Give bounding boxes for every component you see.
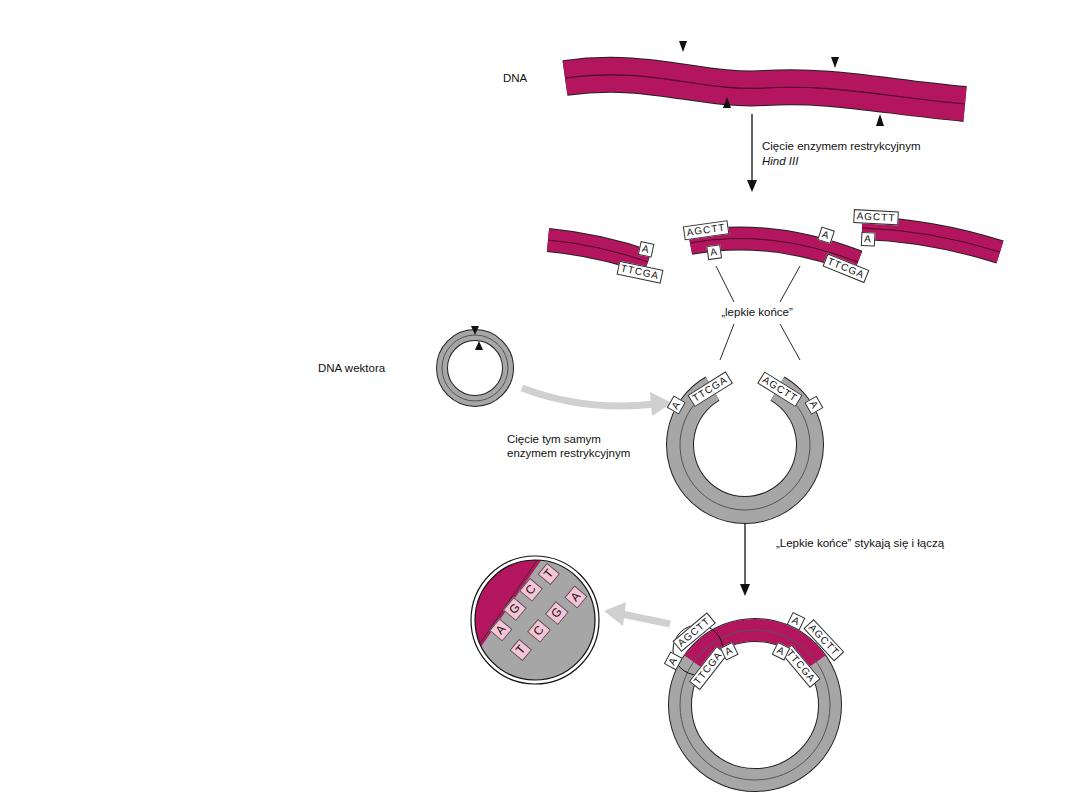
step-label: „Lepkie końce” stykają się i łączą <box>776 537 956 551</box>
sticky-end-bases: TTCGA <box>617 261 664 284</box>
sticky-end-bases: A <box>706 244 721 259</box>
joined-bases: TTCGA <box>689 646 727 690</box>
callout-label: „lepkie końce” <box>721 306 793 320</box>
base-letter: G <box>545 601 569 625</box>
sticky-end-bases: TTCGA <box>823 253 870 282</box>
base-letter: T <box>509 639 532 662</box>
sticky-end-bases: AGCTT <box>757 371 802 406</box>
sticky-end-bases: A <box>817 226 834 243</box>
dna-band <box>565 75 965 104</box>
molecule-label: DNA wektora <box>318 362 385 376</box>
joined-bases: AGCTT <box>804 619 844 661</box>
recombinant-plasmid <box>680 630 830 780</box>
sticky-end-bases: A <box>861 232 875 246</box>
zoom-arrow <box>604 602 670 626</box>
joined-bases: AGCTT <box>672 613 715 652</box>
joined-bases: A <box>664 652 682 670</box>
sticky-end-bases: TTCGA <box>687 371 732 406</box>
base-letter: T <box>537 563 560 586</box>
base-letter: G <box>503 597 527 621</box>
cut-marker <box>471 326 483 350</box>
step-label: Cięcie enzymem restrykcyjnym <box>762 140 920 154</box>
base-letter: C <box>527 619 551 643</box>
sticky-end-bases: A <box>638 241 654 257</box>
vector-plasmid <box>442 335 508 401</box>
sticky-end-bases: A <box>805 396 824 415</box>
sticky-end-bases: AGCTT <box>853 209 899 225</box>
leader-line <box>716 266 800 360</box>
joined-bases: A <box>787 612 805 630</box>
base-letter: C <box>519 578 543 602</box>
base-letter: A <box>564 585 587 608</box>
molecule-label: DNA <box>503 72 527 86</box>
enzyme-name: Hind III <box>762 155 798 169</box>
opened-vector <box>680 389 810 510</box>
dna-fragment <box>548 228 1000 262</box>
transition-arrow <box>522 388 672 416</box>
base-letter: A <box>489 618 512 641</box>
cut-marker <box>679 41 884 126</box>
sticky-end-bases: A <box>666 396 685 415</box>
zoom-inset <box>470 555 600 685</box>
step-label: Cięcie tym samym enzymem restrykcyjnym <box>507 433 633 461</box>
sticky-end-bases: AGCTT <box>683 220 729 240</box>
